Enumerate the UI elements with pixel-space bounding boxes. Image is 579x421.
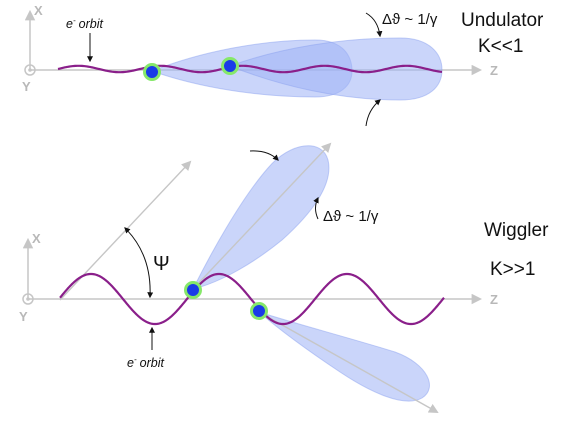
- wiggler-direction-upper: [192, 142, 332, 290]
- wiggler-x-label: X: [32, 231, 41, 246]
- undulator-angle-eq: Δϑ ~ 1/γ: [382, 11, 438, 28]
- wiggler-panel: X Y Z Ψ e-orbit Δϑ ~ 1/γ Wiggler K>>1: [19, 142, 549, 413]
- wiggler-electron-orbit: [59, 272, 445, 326]
- wiggler-psi-label: Ψ: [153, 253, 170, 275]
- wiggler-electron-2: [250, 302, 268, 320]
- wiggler-psi-reference: [59, 160, 192, 301]
- undulator-y-axis-marker: [24, 64, 36, 76]
- wiggler-angle-eq: Δϑ ~ 1/γ: [323, 208, 379, 225]
- wiggler-orbit-label: e-orbit: [127, 355, 164, 370]
- wiggler-radiation-lobe-lower: [258, 311, 430, 402]
- undulator-z-label: Z: [490, 63, 498, 78]
- undulator-angle-arrow-top: [365, 12, 383, 38]
- wiggler-regime: K>>1: [490, 259, 535, 280]
- wiggler-angle-arrow-top: [249, 150, 279, 161]
- wiggler-direction-lower: [258, 311, 439, 413]
- wiggler-psi-arc: [124, 227, 154, 299]
- undulator-electron-2: [221, 57, 239, 75]
- wiggler-z-label: Z: [490, 292, 498, 307]
- undulator-regime: K<<1: [478, 36, 523, 57]
- undulator-panel: X Y Z e-orbit Δϑ ~ 1/γ Undulator K<<1: [22, 3, 544, 127]
- wiggler-title: Wiggler: [484, 220, 549, 241]
- undulator-angle-arrow-bottom: [365, 99, 381, 127]
- undulator-y-label: Y: [22, 79, 31, 94]
- undulator-radiation-lobe-2: [228, 37, 443, 101]
- undulator-orbit-label: e-orbit: [66, 16, 103, 31]
- undulator-electron-1: [143, 63, 161, 81]
- wiggler-y-axis-marker: [22, 293, 34, 305]
- undulator-x-label: X: [34, 3, 43, 18]
- undulator-electron-orbit: [57, 64, 443, 74]
- undulator-title: Undulator: [461, 10, 544, 31]
- wiggler-electron-1: [184, 281, 202, 299]
- wiggler-angle-arrow-bottom: [313, 196, 319, 220]
- wiggler-y-label: Y: [19, 309, 28, 324]
